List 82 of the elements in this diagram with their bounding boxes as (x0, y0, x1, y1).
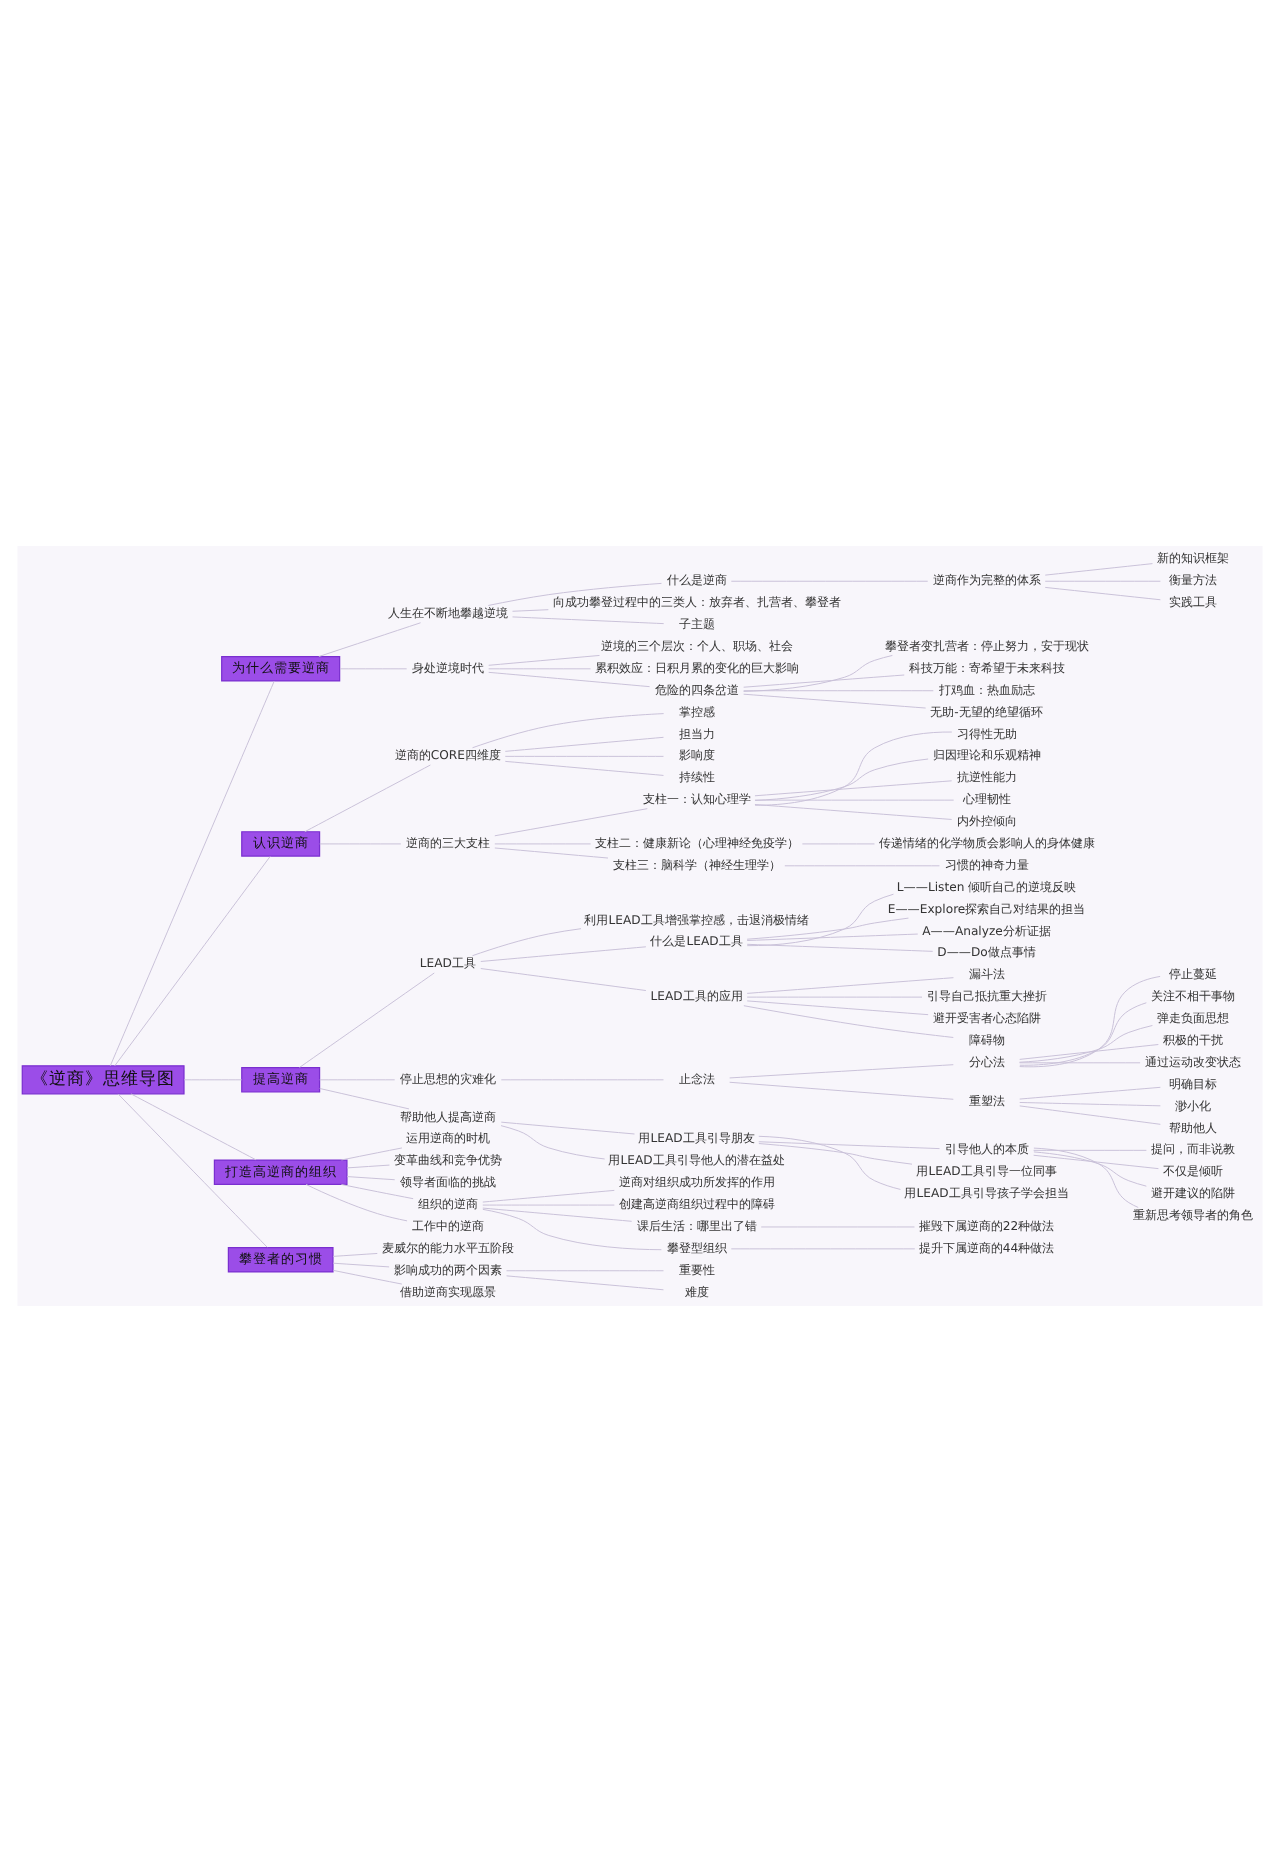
connector (730, 1247, 916, 1249)
connector (1019, 1024, 1153, 1062)
connector (754, 798, 955, 800)
connector (754, 779, 953, 796)
connector (1019, 1061, 1141, 1063)
connector (299, 971, 435, 1067)
connector (746, 976, 954, 993)
connector (482, 1188, 615, 1202)
connector (1033, 1148, 1147, 1150)
connector (754, 730, 953, 805)
connector (746, 942, 934, 951)
connector (488, 653, 600, 665)
connector (183, 1078, 243, 1080)
connector (746, 999, 929, 1015)
connector (488, 667, 591, 669)
connector (482, 1207, 662, 1250)
connector (746, 916, 909, 939)
connector (1044, 585, 1161, 600)
connector (504, 759, 664, 775)
connector (743, 692, 927, 708)
connector (340, 1146, 403, 1160)
connector (1019, 1001, 1147, 1065)
connector (1019, 1085, 1161, 1099)
connector (346, 1163, 390, 1168)
connector (494, 807, 648, 836)
connector (487, 581, 662, 605)
node-box: 《逆商》思维导图 (21, 1064, 185, 1094)
connector (339, 667, 408, 669)
connector (506, 1269, 664, 1271)
connector (1033, 1150, 1147, 1186)
connector (1019, 1043, 1159, 1059)
connector (1019, 974, 1161, 1067)
connector (746, 995, 923, 997)
connector (743, 689, 934, 691)
connector (743, 653, 893, 691)
connector (109, 679, 275, 1066)
connector (494, 846, 609, 858)
connector (730, 579, 929, 581)
connector (340, 1183, 414, 1199)
connector (332, 1261, 390, 1267)
connector (346, 1175, 396, 1180)
connector (758, 1142, 913, 1164)
connector (482, 1206, 633, 1221)
connector (743, 1004, 954, 1037)
connector (318, 621, 422, 656)
connector (500, 1078, 664, 1080)
connector (305, 1182, 408, 1221)
connector (512, 615, 665, 624)
connector (488, 670, 651, 687)
connector (332, 1251, 378, 1256)
connector (746, 932, 919, 940)
connector (1033, 1146, 1139, 1207)
connector (784, 864, 940, 866)
connector (1019, 1104, 1161, 1124)
connector (500, 1120, 635, 1134)
connector (754, 803, 953, 819)
connector (512, 608, 549, 611)
connector (729, 1063, 954, 1078)
connector (332, 1268, 403, 1284)
connector (480, 967, 647, 991)
connector (480, 945, 647, 961)
connector (504, 735, 664, 751)
connector (1044, 562, 1153, 575)
connector (114, 854, 271, 1066)
connector (746, 892, 894, 946)
connector (472, 927, 582, 956)
connector (304, 763, 431, 832)
connector (319, 1087, 410, 1109)
connector (743, 673, 905, 687)
connector (472, 712, 665, 748)
connector (1044, 579, 1161, 581)
connector (117, 1092, 268, 1247)
connector (1033, 1153, 1159, 1169)
connector (506, 1274, 664, 1290)
connector (758, 1140, 941, 1149)
connector (1019, 1101, 1161, 1106)
connector (729, 1080, 954, 1099)
connector (319, 1078, 396, 1080)
connector (758, 1134, 901, 1189)
connector (504, 754, 664, 756)
connector (500, 1124, 606, 1159)
connector (130, 1092, 257, 1160)
